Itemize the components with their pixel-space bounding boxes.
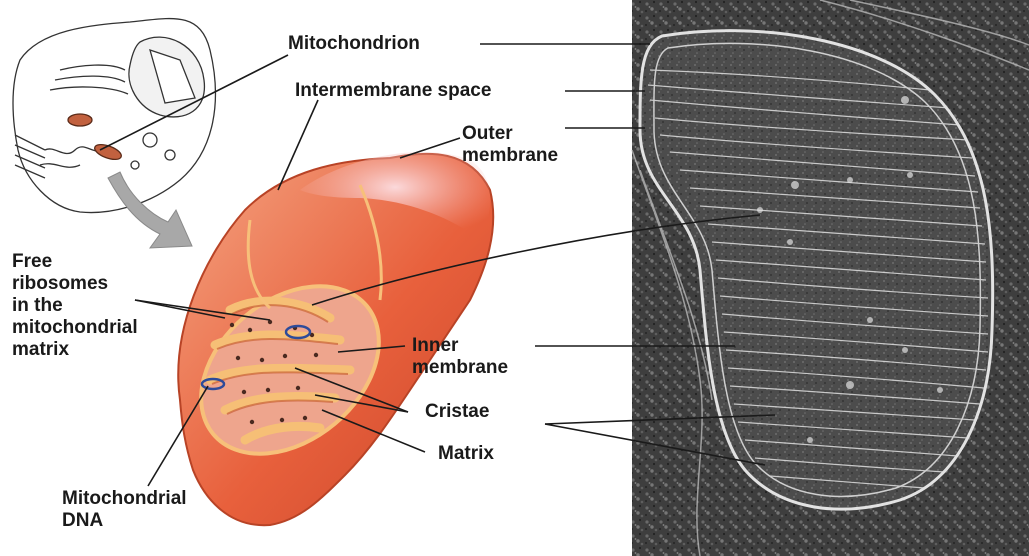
electron-micrograph bbox=[630, 0, 1029, 556]
label-outer-membrane: Outer membrane bbox=[462, 123, 558, 167]
label-inner-membrane: Inner membrane bbox=[412, 335, 508, 379]
label-mitochondrion: Mitochondrion bbox=[288, 33, 420, 55]
label-mitochondrial-dna: Mitochondrial DNA bbox=[62, 488, 187, 532]
label-free-ribosomes: Free ribosomes in the mitochondrial matr… bbox=[12, 251, 138, 361]
label-matrix: Matrix bbox=[438, 443, 494, 465]
label-cristae: Cristae bbox=[425, 401, 489, 423]
label-intermembrane-space: Intermembrane space bbox=[295, 80, 491, 102]
